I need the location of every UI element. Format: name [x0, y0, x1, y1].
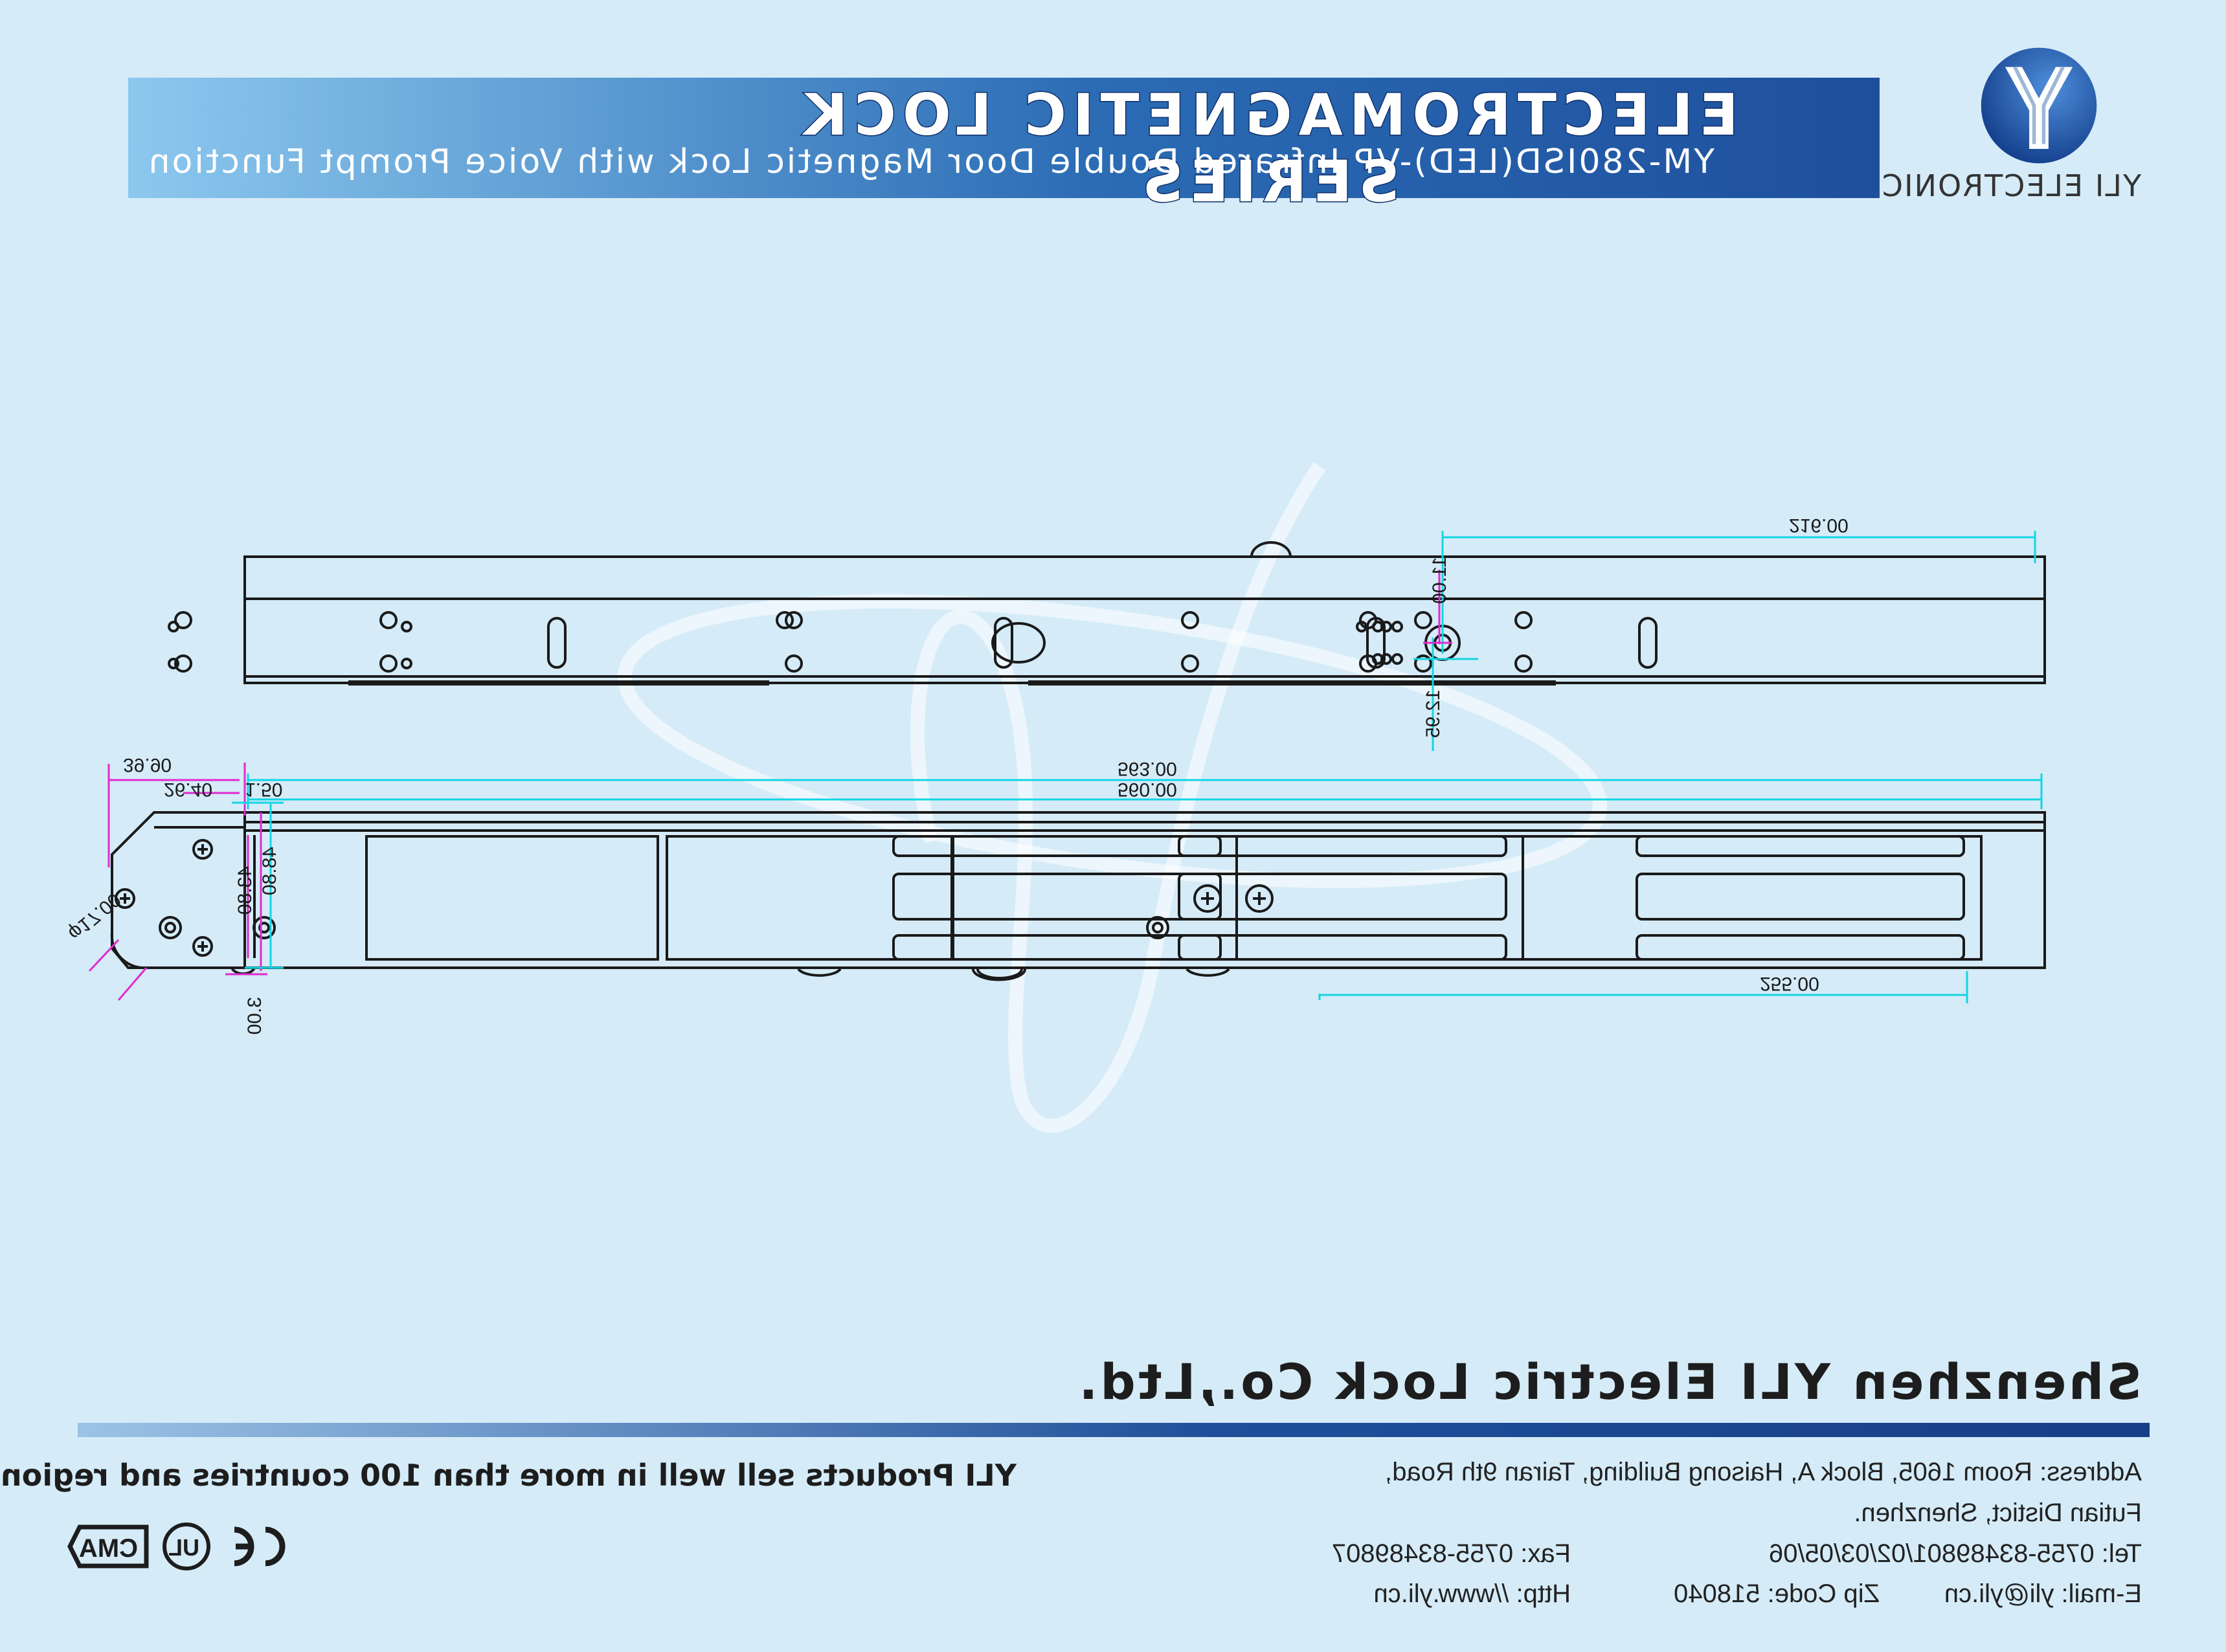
address-line-2: Futian Distict, Shenzhen. — [1854, 1499, 2142, 1527]
top-view-dimension-marks — [1423, 570, 1452, 644]
dim-body-length: 560.00 — [1118, 779, 1177, 800]
tel-text: Tel: 0755-83489801/02/03/05/06 — [1768, 1539, 2142, 1568]
email-text: E-mail: yli@yli.cn — [1944, 1579, 2142, 1608]
zip-code-text: Zip Code: 518040 — [1673, 1579, 1880, 1608]
fax-text: Fax: 0755-83489807 — [1331, 1539, 1571, 1568]
dim-overall-length: 563.00 — [1118, 758, 1177, 779]
top-view-dimensions — [1413, 531, 2036, 751]
ul-mark-icon: UL — [163, 1523, 210, 1570]
dim-right-span: 255.00 — [1760, 973, 1819, 994]
dim-top-length: 216.00 — [1789, 515, 1849, 536]
top-view — [168, 541, 2046, 686]
dim-side-gap: 1.50 — [245, 779, 282, 800]
side-view — [110, 811, 256, 976]
dim-top-hole-dia: 12.95 — [1422, 689, 1444, 738]
front-view-dimensions — [247, 774, 2043, 1003]
dim-side-width: 39.90 — [123, 754, 172, 776]
company-name: Shenzhen YLI Electric Lock Co.,Ltd. — [1076, 1353, 2142, 1411]
svg-text:UL: UL — [168, 1534, 199, 1561]
website-text: Http: //www.yli.cn — [1373, 1579, 1571, 1608]
dim-side-bottom: 3.00 — [244, 997, 265, 1034]
watermark — [617, 462, 1608, 1133]
dim-side-radius: φ17.00 — [64, 889, 125, 944]
brand-logo: YLI ELECTRONIC — [1817, 40, 2153, 208]
dim-side-height-b: 48.80 — [259, 847, 280, 895]
ce-mark-icon — [234, 1526, 286, 1567]
svg-text:CMA: CMA — [79, 1534, 138, 1563]
address-line-1: Address: Room 1605, Block A, Haisong Bui… — [1385, 1458, 2142, 1486]
footer-rule — [78, 1423, 2150, 1437]
dim-side-height-a: 43.80 — [234, 866, 256, 915]
certification-marks: UL CMA — [67, 1523, 286, 1570]
dim-top-hole-offset: 11.00 — [1429, 557, 1450, 604]
yli-logo-icon — [1981, 47, 2097, 164]
side-view-dimension-marks — [232, 801, 284, 969]
side-view-dimensions — [88, 763, 267, 1001]
dim-side-inner: 26.40 — [164, 779, 212, 800]
cma-mark-icon: CMA — [67, 1524, 149, 1568]
slogan: YLI Products sell well in more than 100 … — [0, 1458, 1017, 1493]
front-view — [159, 811, 2046, 981]
